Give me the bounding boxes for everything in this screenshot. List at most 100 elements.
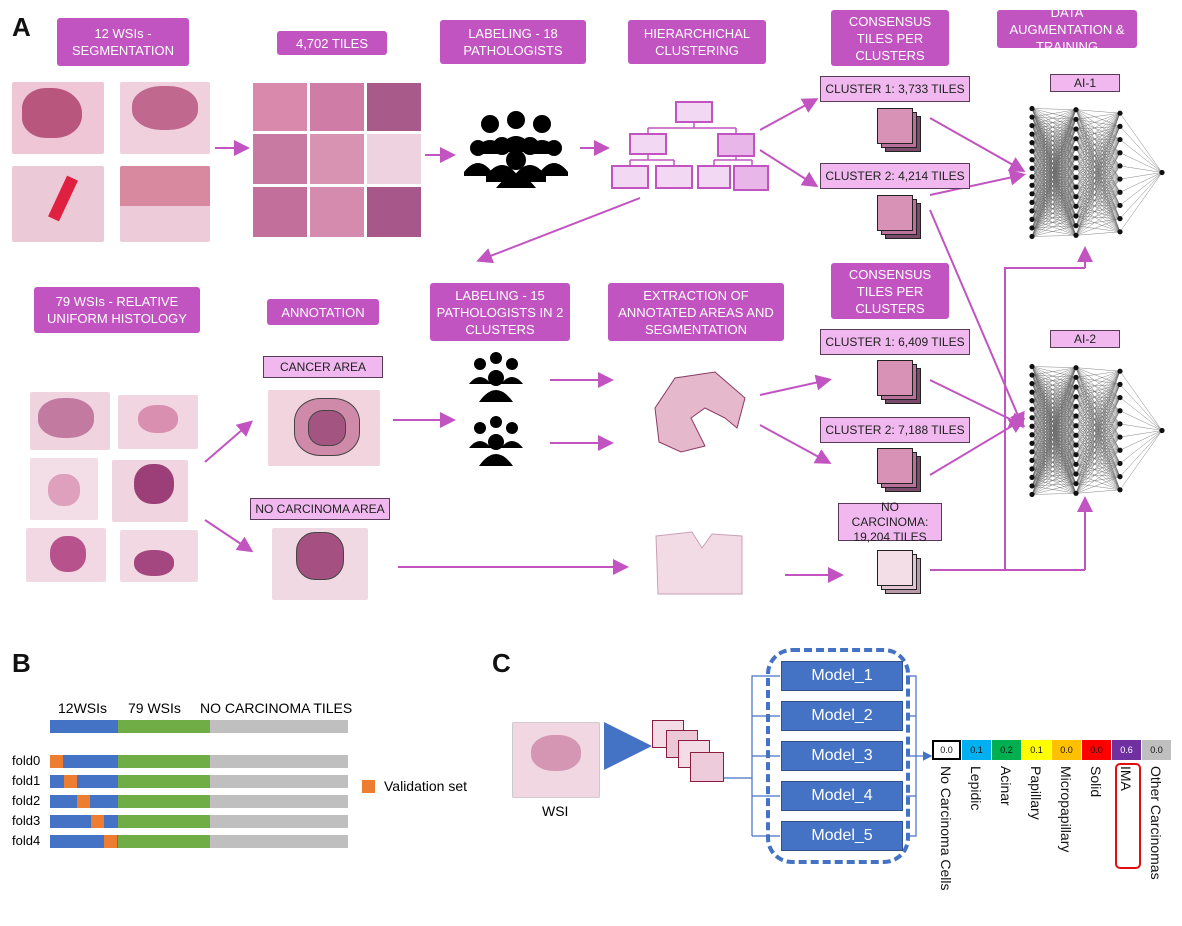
nn-node [1073,184,1079,190]
nn-edge [1031,157,1077,186]
nn-edge [1119,384,1163,431]
nn-node [1029,406,1035,412]
nn-edge [1119,172,1163,232]
nn-edge [1031,116,1077,149]
wsi-thumb [120,166,210,242]
nn-edge [1031,119,1077,194]
nn-node [1117,447,1123,453]
nn-edge [1075,196,1121,206]
tile-stack [877,448,921,492]
tile [252,186,308,238]
nn-node [1073,374,1079,380]
nn-edge [1031,415,1077,495]
nn-edge [1075,177,1121,206]
nn-edge [1031,177,1077,237]
wsi-thumb [26,528,106,582]
nn-edge [1031,366,1077,388]
ima-highlight [1115,763,1141,869]
nn-edge [1031,366,1077,368]
nn-edge [1119,126,1163,173]
nn-edge [1031,377,1077,469]
nn-edge [1075,450,1121,484]
nn-edge [1031,109,1077,126]
nn-node [1029,131,1035,137]
nn-node [1117,123,1123,129]
class-probability-box: 0.0 [1142,740,1171,760]
nn-edge [1075,384,1121,436]
nn-edge [1075,423,1121,465]
nn-edge [1075,377,1121,451]
nn-edge [1031,177,1077,186]
nn-edge [1031,434,1077,436]
nn-edge [1031,383,1077,494]
nn-node [1117,216,1123,222]
nn-edge [1031,138,1077,194]
nn-node [1073,442,1079,448]
nn-edge [1031,415,1077,444]
header-12wsis: 12WSIs [58,700,108,716]
nn-edge [1075,138,1121,232]
nn-edge [1075,218,1121,236]
model-ensemble-frame [766,648,910,864]
class-name-label: Acinar [998,766,1014,806]
nn-edge [1031,109,1077,220]
nn-edge [1031,128,1077,237]
nn-edge [1075,435,1121,490]
nn-node [1029,182,1035,188]
nn-edge [1031,125,1077,159]
nn-node [1029,483,1035,489]
nn-edge [1031,167,1077,203]
nn-edge [1075,397,1121,455]
nn-edge [1031,116,1077,120]
cancer-area-thumb [268,390,380,466]
nn-edge [1075,205,1121,207]
nn-edge [1031,425,1077,461]
nn-node [1029,474,1035,481]
fold-bar-no-carcinoma [210,775,348,788]
label-consensus-bottom: CONSENSUS TILES PER CLUSTERS [831,263,949,319]
nn-edge [1031,415,1077,478]
nn-edge [1075,128,1121,180]
nn-edge [1075,425,1121,477]
nn-node [1029,208,1035,214]
nn-edge [1075,113,1121,168]
nn-edge [1031,157,1077,220]
nn-edge [1075,384,1121,494]
nn-edge [1031,176,1077,178]
nn-edge [1075,139,1121,236]
nn-edge [1031,186,1077,237]
nn-edge [1119,172,1163,206]
nn-edge [1119,430,1163,477]
nn-edge [1075,423,1121,484]
nn-edge [1031,454,1077,495]
nn-edge [1075,113,1121,217]
nn-edge [1119,430,1163,451]
nn-edge [1031,383,1077,407]
nn-edge [1075,192,1121,197]
nn-edge [1031,415,1077,435]
nn-edge [1119,423,1163,431]
nn-edge [1031,109,1077,186]
nn-edge [1031,406,1077,418]
nn-edge [1031,138,1077,169]
nn-node [1117,136,1123,143]
nn-edge [1031,109,1077,143]
nn-edge [1075,138,1121,180]
nn-edge [1075,167,1121,232]
nn-edge [1031,367,1077,452]
nn-edge [1075,165,1121,207]
nn-edge [1075,367,1121,425]
nn-edge [1031,108,1077,159]
no-carcinoma-tiles-label: NO CARCINOMA: 19,204 TILES [838,500,942,544]
nn-edge [1031,434,1077,446]
nn-edge [1031,406,1077,487]
nn-edge [1031,108,1077,120]
nn-edge [1031,128,1077,220]
nn-edge [1031,374,1077,426]
nn-edge [1031,167,1077,177]
nn-edge [1119,172,1163,219]
nn-edge [1031,406,1077,478]
nn-node [1029,216,1035,223]
nn-edge [1075,436,1121,465]
nn-edge [1075,167,1121,206]
